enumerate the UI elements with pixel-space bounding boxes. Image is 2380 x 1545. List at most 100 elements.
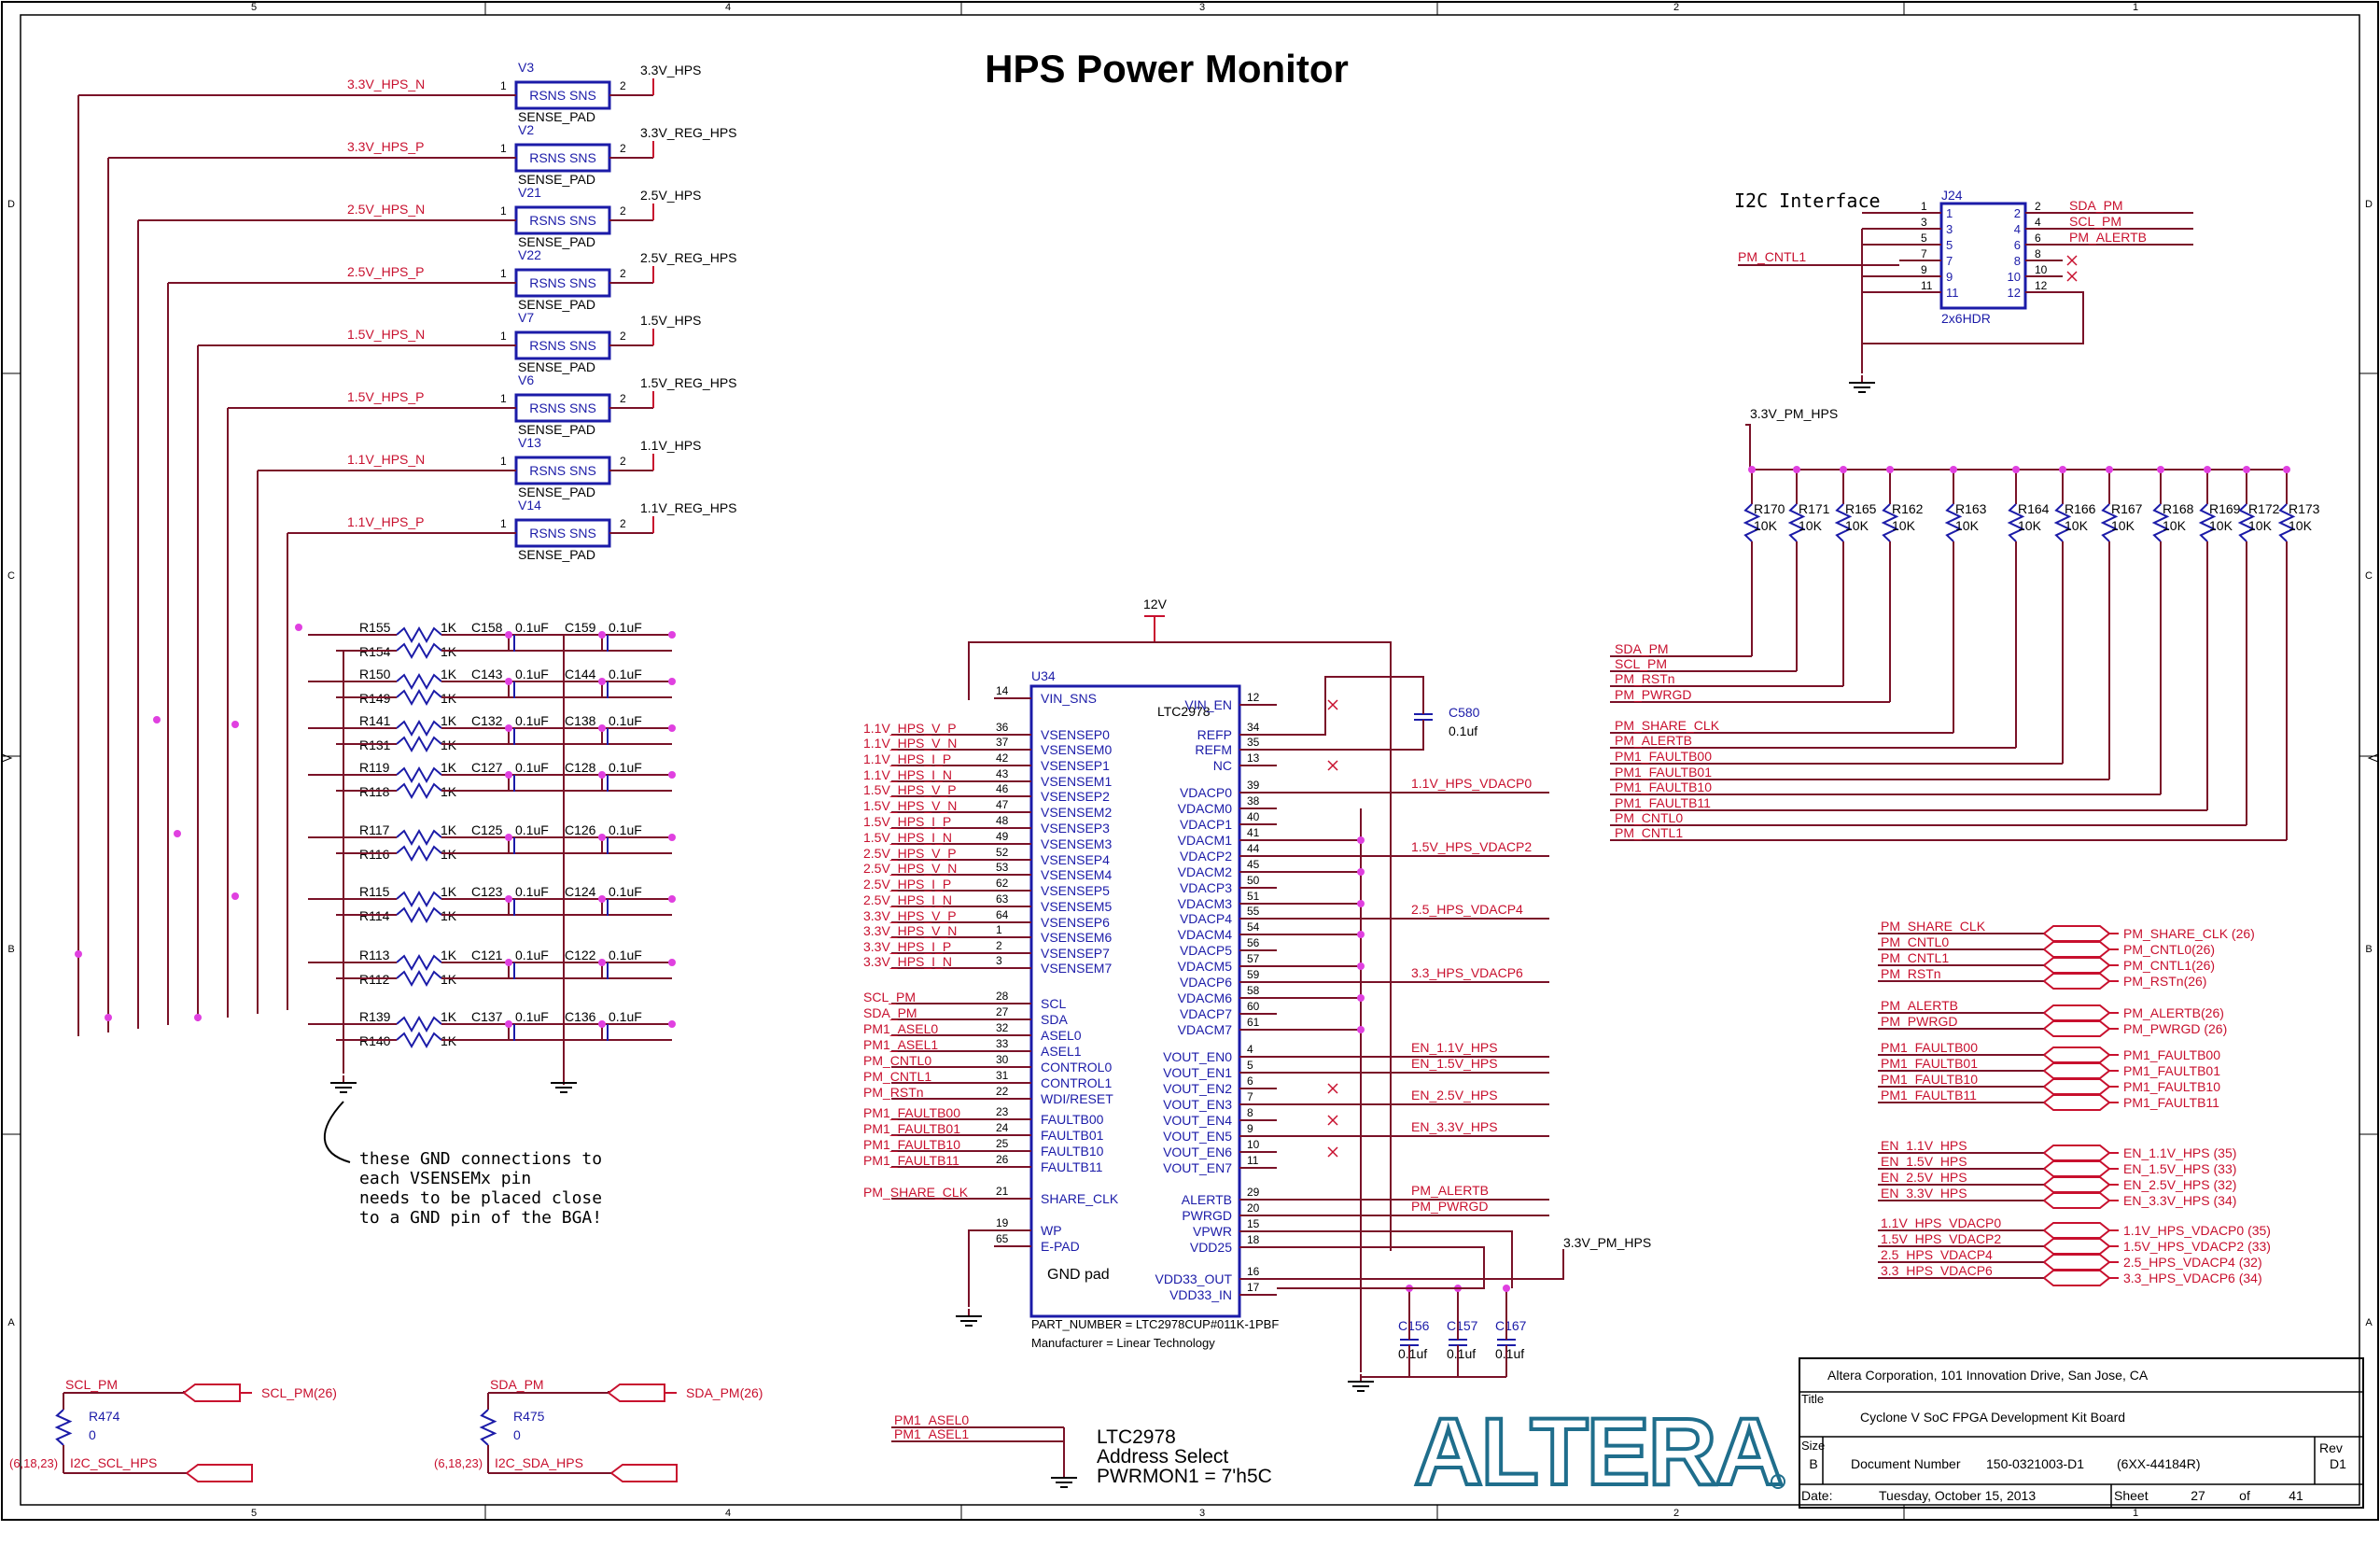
pin-number: 1	[500, 267, 507, 280]
net-label: EN_2.5V_HPS	[1881, 1170, 1967, 1185]
ic-pin-number: 21	[996, 1185, 1009, 1198]
date-value: Tuesday, October 15, 2013	[1879, 1488, 2036, 1503]
resistor-ref: R167	[2111, 501, 2143, 516]
capacitor-ref: C124	[565, 884, 596, 899]
net-label: (6,18,23)	[434, 1456, 483, 1470]
sense-resistor-label: RSNS SNS	[529, 275, 596, 290]
net-label: 1.5V_HPS_V_P	[863, 782, 957, 797]
net-label: EN_1.5V_HPS	[1881, 1154, 1967, 1169]
junction-dot	[1950, 466, 1957, 473]
ic-pin-number: 43	[996, 767, 1009, 780]
pin-number: 7	[1921, 247, 1927, 260]
pin-number: 1	[500, 392, 507, 405]
resistor-symbol	[396, 625, 442, 644]
zone-label: C	[2365, 570, 2373, 582]
ic-pin-name: VSENSEM2	[1041, 805, 1112, 820]
pin-number: 2	[620, 330, 626, 343]
capacitor-value: 0.1uf	[1495, 1346, 1524, 1361]
ic-pin-number: 13	[1247, 751, 1260, 765]
ic-pin-number: 53	[996, 861, 1009, 874]
ic-pin-name: FAULTB01	[1041, 1128, 1104, 1143]
net-label: SDA_PM	[2069, 198, 2123, 213]
net-label: SCL_PM	[1615, 656, 1667, 671]
capacitor-ref: C158	[471, 620, 503, 635]
offpage-connector	[2043, 1094, 2111, 1111]
pin-number: 2	[620, 204, 626, 218]
net-label: PM_ALERTB	[1615, 733, 1692, 748]
pin-number: 6	[2035, 232, 2041, 245]
net-label: EN_1.1V_HPS	[1411, 1040, 1498, 1055]
offpage-label: SDA_PM(26)	[686, 1385, 763, 1400]
junction-dot	[1357, 900, 1365, 907]
resistor-ref: R165	[1845, 501, 1877, 516]
junction-dot	[153, 716, 161, 723]
sense-resistor-ref: V21	[518, 185, 541, 200]
ic-pin-name: VDD33_OUT	[1155, 1271, 1233, 1286]
resistor-value: 1K	[441, 760, 457, 775]
capacitor-value: 0.1uF	[515, 884, 549, 899]
ic-pin-number: 54	[1247, 920, 1260, 934]
pin-number: 5	[1921, 232, 1927, 245]
wire	[1277, 1230, 1513, 1288]
ic-pin-number: 61	[1247, 1016, 1260, 1029]
offpage-label: PM_CNTL1(26)	[2123, 958, 2215, 973]
ic-pin-name: VSENSEP2	[1041, 789, 1110, 804]
ic-pin-name: NC	[1213, 758, 1232, 773]
resistor-value: 0	[513, 1427, 521, 1442]
pin-number: 6	[2014, 238, 2021, 252]
offpage-label: PM_ALERTB(26)	[2123, 1005, 2224, 1020]
ic-pin-name: FAULTB11	[1041, 1159, 1103, 1174]
gnd-pad-label: GND pad	[1047, 1267, 1110, 1283]
ic-pin-name: VSENSEP6	[1041, 915, 1110, 930]
ic-pin-number: 46	[996, 782, 1009, 795]
zone-label: 5	[251, 1508, 257, 1519]
offpage-connector	[2043, 1160, 2111, 1177]
net-label: PM_ALERTB	[1881, 998, 1958, 1013]
wire	[1277, 1246, 1485, 1289]
ic-pin-number: 62	[996, 877, 1009, 890]
offpage-connector	[2043, 1176, 2111, 1193]
ic-pin-name: VOUT_EN7	[1163, 1160, 1232, 1175]
registered-icon	[1771, 1474, 1785, 1489]
ic-pin-number: 45	[1247, 858, 1260, 871]
resistor-value: 10K	[2289, 518, 2313, 533]
ic-pin-number: 36	[996, 721, 1009, 734]
ic-pin-name: REFM	[1195, 742, 1232, 757]
resistor-symbol	[479, 1409, 497, 1446]
net-label: PM_RSTn	[1881, 966, 1941, 981]
net-label: 1.1V_HPS_V_P	[863, 721, 957, 736]
junction-dot	[75, 950, 82, 958]
capacitor-value: 0.1uF	[609, 884, 642, 899]
zone-arrow	[1, 753, 13, 763]
wire	[968, 641, 1392, 1251]
junction-dot	[2204, 466, 2211, 473]
net-label: 1.1V_HPS_VDACP0	[1881, 1215, 2001, 1230]
resistor-value: 10K	[1845, 518, 1869, 533]
net-label: SDA_PM	[1615, 641, 1669, 656]
resistor-ref: R163	[1955, 501, 1987, 516]
resistor-symbol	[396, 641, 442, 660]
field-label: Title	[1801, 1392, 1824, 1406]
ic-pin-name: CONTROL0	[1041, 1060, 1112, 1074]
no-connect-mark	[1327, 1146, 1338, 1158]
ic-pin-number: 15	[1247, 1217, 1260, 1230]
ic-pin-number: 16	[1247, 1265, 1260, 1278]
net-label: PM_PWRGD	[1881, 1014, 1957, 1029]
resistor-value: 1K	[441, 667, 457, 681]
pin-number: 1	[500, 204, 507, 218]
field-label: Sheet	[2114, 1488, 2149, 1503]
connector-ref: J24	[1941, 188, 1963, 203]
junction-dot	[2283, 466, 2290, 473]
resistor-value: 10K	[2018, 518, 2042, 533]
offpage-label: PM1_FAULTB00	[2123, 1047, 2220, 1062]
ic-pin-name: VOUT_EN1	[1163, 1065, 1232, 1080]
resistor-symbol	[1787, 503, 1806, 542]
zone-label: D	[7, 199, 15, 210]
offpage-label: SCL_PM(26)	[261, 1385, 337, 1400]
pin-number: 2	[2035, 200, 2041, 213]
resistor-ref: R113	[359, 948, 390, 962]
wire	[1745, 424, 2287, 471]
addr-note: Address Select	[1097, 1446, 1228, 1468]
junction-dot	[1503, 1285, 1510, 1292]
junction-dot	[598, 834, 606, 841]
